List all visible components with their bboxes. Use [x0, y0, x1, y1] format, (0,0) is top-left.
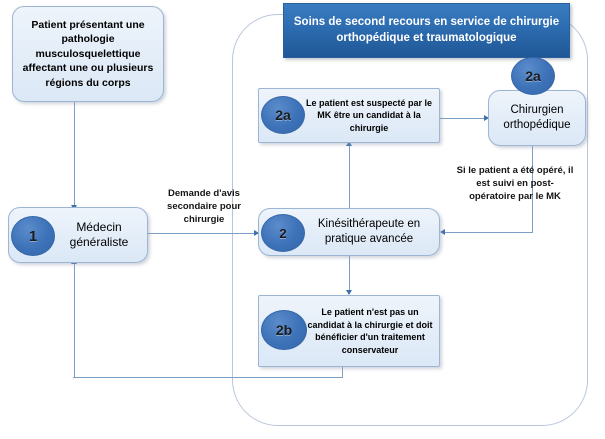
patient-box: Patient présentant une pathologie muscul…: [12, 6, 164, 102]
badge-2b: 2b: [261, 310, 307, 350]
medecin-generaliste-label: Médecin généraliste: [69, 220, 129, 249]
candidat-chirurgie-box: Le patient est suspecté par le MK être u…: [258, 88, 440, 143]
arrowhead-candidat-to-chirurgien: [484, 114, 489, 121]
chirurgien-orthopedique-label: Chirurgien orthopédique: [503, 104, 571, 131]
connector-chirurgien-to-kine: [444, 231, 533, 233]
chirurgien-orthopedique-box: Chirurgien orthopédique: [488, 90, 586, 146]
badge-2a-chirurgien: 2a: [511, 57, 555, 95]
banner-secondary-care-title: Soins de second recours en service de ch…: [283, 3, 570, 58]
arrowhead-kine-to-conservateur: [345, 290, 352, 295]
connector-patient-to-generaliste: [73, 101, 75, 207]
kinesitherapeute-label: Kinésithérapeute en pratique avancée: [317, 218, 421, 245]
candidat-chirurgie-label: Le patient est suspecté par le MK être u…: [305, 97, 433, 133]
connector-return-to-generaliste: [73, 263, 75, 378]
traitement-conservateur-label: Le patient n'est pas un candidat à la ch…: [307, 307, 433, 355]
connector-kine-to-conservateur: [348, 256, 350, 292]
connector-conservateur-down: [341, 367, 343, 378]
connector-chirurgien-down: [531, 146, 533, 232]
badge-2a-kine: 2a: [261, 96, 305, 134]
badge-1: 1: [11, 216, 55, 256]
arrowhead-kine-to-candidat: [345, 141, 352, 146]
patient-box-label: Patient présentant une pathologie muscul…: [22, 18, 154, 89]
edge-label-suivi-post-op: Si le patient a été opéré, il est suivi …: [456, 165, 574, 202]
badge-2: 2: [261, 214, 305, 252]
connector-generaliste-to-kine: [148, 232, 258, 234]
connector-kine-to-candidat: [348, 143, 350, 211]
connector-conservateur-return-horizontal: [73, 377, 342, 379]
edge-label-demande-avis: Demande d'avis secondaire pour chirurgie: [167, 188, 241, 225]
arrowhead-generaliste-to-kine: [254, 229, 259, 236]
arrowhead-chirurgien-to-kine: [440, 228, 445, 235]
connector-candidat-to-chirurgien: [440, 117, 488, 119]
